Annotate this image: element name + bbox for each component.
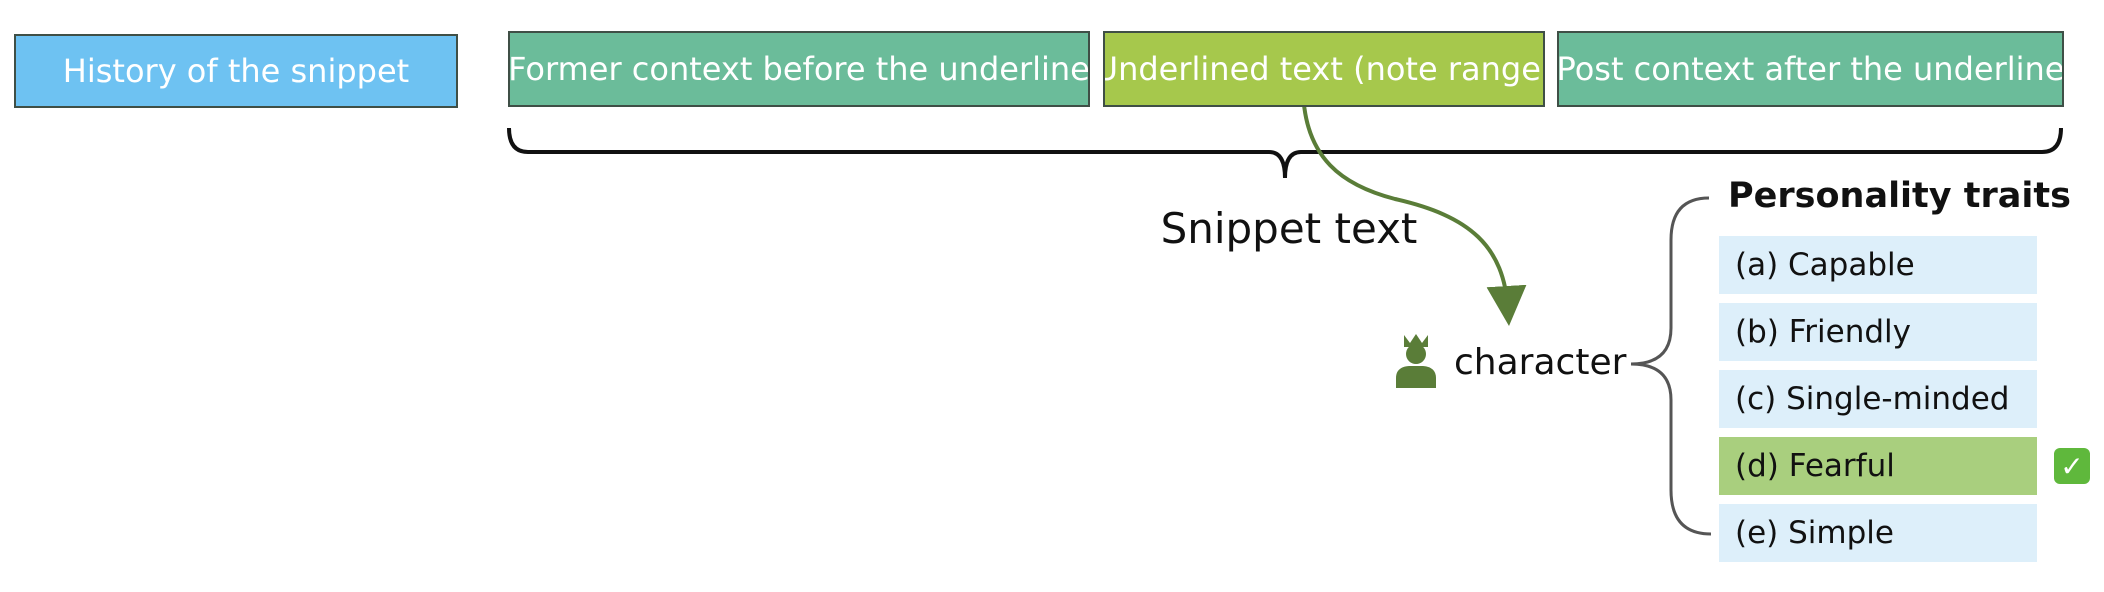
- history-box-label: History of the snippet: [62, 52, 410, 90]
- post-context-box: Post context after the underline: [1557, 31, 2064, 107]
- underlined-text-label: Underlined text (note range): [1103, 50, 1545, 88]
- post-context-label: Post context after the underline: [1557, 50, 2064, 88]
- trait-option-label: (c) Single-minded: [1735, 381, 2010, 417]
- former-context-label: Former context before the underline: [508, 50, 1090, 88]
- traits-title: Personality traits: [1728, 176, 2071, 216]
- underline-to-character-arrow: [1301, 85, 1527, 326]
- underlined-text-box: Underlined text (note range): [1103, 31, 1545, 107]
- trait-option-label: (d) Fearful: [1735, 448, 1895, 484]
- trait-option: (e) Simple: [1719, 504, 2037, 562]
- snippet-text-label: Snippet text: [1160, 204, 1418, 253]
- trait-option: (c) Single-minded: [1719, 370, 2037, 428]
- trait-option-selected: (d) Fearful: [1719, 437, 2037, 495]
- history-box: History of the snippet: [14, 34, 458, 108]
- snippet-brace: [507, 127, 2063, 179]
- former-context-box: Former context before the underline: [508, 31, 1090, 107]
- trait-option-label: (e) Simple: [1735, 515, 1894, 551]
- check-mark-icon: ✓: [2054, 448, 2090, 484]
- trait-option: (a) Capable: [1719, 236, 2037, 294]
- trait-option-label: (a) Capable: [1735, 247, 1915, 283]
- trait-option: (b) Friendly: [1719, 303, 2037, 361]
- trait-option-label: (b) Friendly: [1735, 314, 1912, 350]
- person-with-crown-icon: [1393, 332, 1439, 388]
- character-label: character: [1454, 342, 1627, 383]
- traits-bracket: [1630, 196, 1712, 536]
